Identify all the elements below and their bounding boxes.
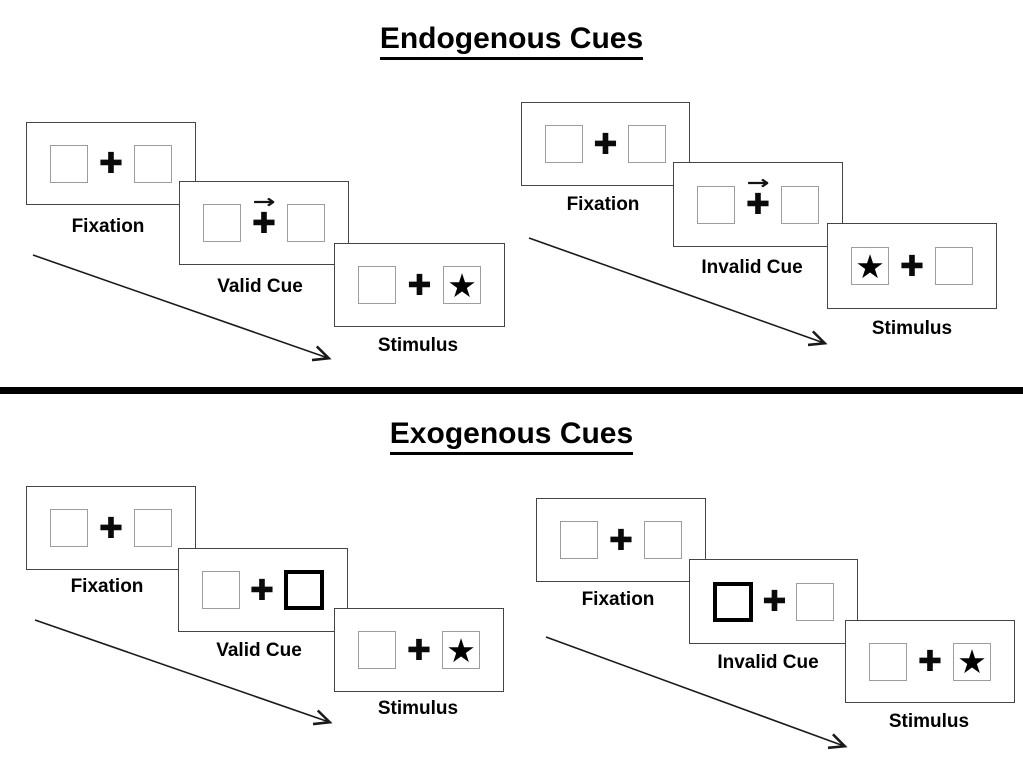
fixation-cross-icon: ✚ [98,510,124,545]
cue-arrow-icon: → [746,172,770,194]
right-placeholder-box [935,247,973,285]
fixation-point: ✚ [99,149,123,178]
right-placeholder-box [134,509,172,547]
left-placeholder-box [50,144,88,183]
fixation-cross-icon: ✚ [593,126,618,161]
left-highlight-cue-box [713,581,753,622]
fixation-cross-icon: ✚ [917,644,943,678]
fixation-cross-icon: ✚ [407,267,432,302]
cue-arrow-icon: → [252,190,276,213]
panel-valid-cue: ✚ [178,548,348,632]
panel-fixation: ✚ [26,486,196,570]
left-placeholder-box [358,631,396,669]
left-placeholder-box [358,266,396,304]
panel-invalid-cue: → ✚ [673,162,843,247]
panel-stimulus: ✚ ★ [334,243,505,327]
fixation-cross-icon: ✚ [406,632,432,667]
fixation-point: → ✚ [745,174,771,221]
panel-label: Invalid Cue [701,257,803,278]
fixation-point: ✚ [918,647,942,676]
right-target-box: ★ [953,642,991,681]
left-placeholder-box [560,521,598,559]
left-target-box: ★ [851,247,889,285]
right-placeholder-box [287,204,325,242]
right-placeholder-box [796,582,834,621]
left-placeholder-box [203,204,241,242]
fixation-cross-icon: ✚ [98,146,124,180]
section-title-text: Exogenous Cues [389,417,634,455]
panel-stimulus: ★ ✚ [827,223,997,309]
fixation-cross-icon: ✚ [899,248,925,283]
left-placeholder-box [50,509,88,547]
section-title-endogenous: Endogenous Cues [0,22,1023,60]
right-highlight-cue-box [284,570,324,610]
time-arrow-endogenous-invalid [528,237,828,347]
fixation-cross-icon: ✚ [745,187,771,221]
right-target-box: ★ [442,631,480,669]
fixation-point: ✚ [407,267,432,302]
target-star-icon: ★ [957,642,987,681]
right-placeholder-box [628,125,666,163]
panel-label: Stimulus [377,698,459,719]
panel-fixation: ✚ [521,102,690,186]
left-placeholder-box [202,571,240,609]
panel-invalid-cue: ✚ [689,559,858,644]
section-title-text: Endogenous Cues [379,22,644,60]
fixation-point: ✚ [593,126,618,161]
section-title-exogenous: Exogenous Cues [0,417,1023,455]
panel-label: Fixation [71,216,145,237]
left-placeholder-box [869,642,907,681]
fixation-point: ✚ [762,587,786,616]
fixation-cross-icon: ✚ [251,205,277,240]
panel-label: Stimulus [377,335,459,356]
fixation-point: ✚ [608,522,634,557]
right-placeholder-box [781,185,819,224]
panel-stimulus: ✚ ★ [334,608,504,692]
target-star-icon: ★ [446,630,476,670]
fixation-point: ✚ [406,632,432,667]
time-arrow-endogenous-valid [32,254,332,362]
fixation-cross-icon: ✚ [249,572,275,607]
target-star-icon: ★ [447,265,477,305]
panel-fixation: ✚ [26,122,196,205]
panel-label: Fixation [70,576,144,597]
panel-label: Stimulus [888,711,970,732]
left-placeholder-box [697,185,735,224]
fixation-cross-icon: ✚ [762,584,787,618]
fixation-cross-icon: ✚ [608,522,634,557]
fixation-point: ✚ [899,248,925,283]
panel-label: Valid Cue [216,640,302,661]
right-placeholder-box [134,144,172,183]
panel-stimulus: ✚ ★ [845,620,1015,703]
fixation-point: → ✚ [251,192,277,240]
fixation-point: ✚ [98,510,124,545]
target-star-icon: ★ [855,246,885,286]
right-placeholder-box [644,521,682,559]
panel-label: Fixation [566,194,640,215]
right-target-box: ★ [443,266,481,304]
panel-label: Valid Cue [217,276,303,297]
left-placeholder-box [545,125,583,163]
panel-label: Invalid Cue [717,652,819,673]
time-arrow-exogenous-valid [34,619,333,726]
panel-label: Stimulus [871,318,953,339]
fixation-point: ✚ [249,572,275,607]
panel-valid-cue: → ✚ [179,181,349,265]
panel-fixation: ✚ [536,498,706,582]
panel-label: Fixation [581,589,655,610]
section-divider [0,387,1023,394]
